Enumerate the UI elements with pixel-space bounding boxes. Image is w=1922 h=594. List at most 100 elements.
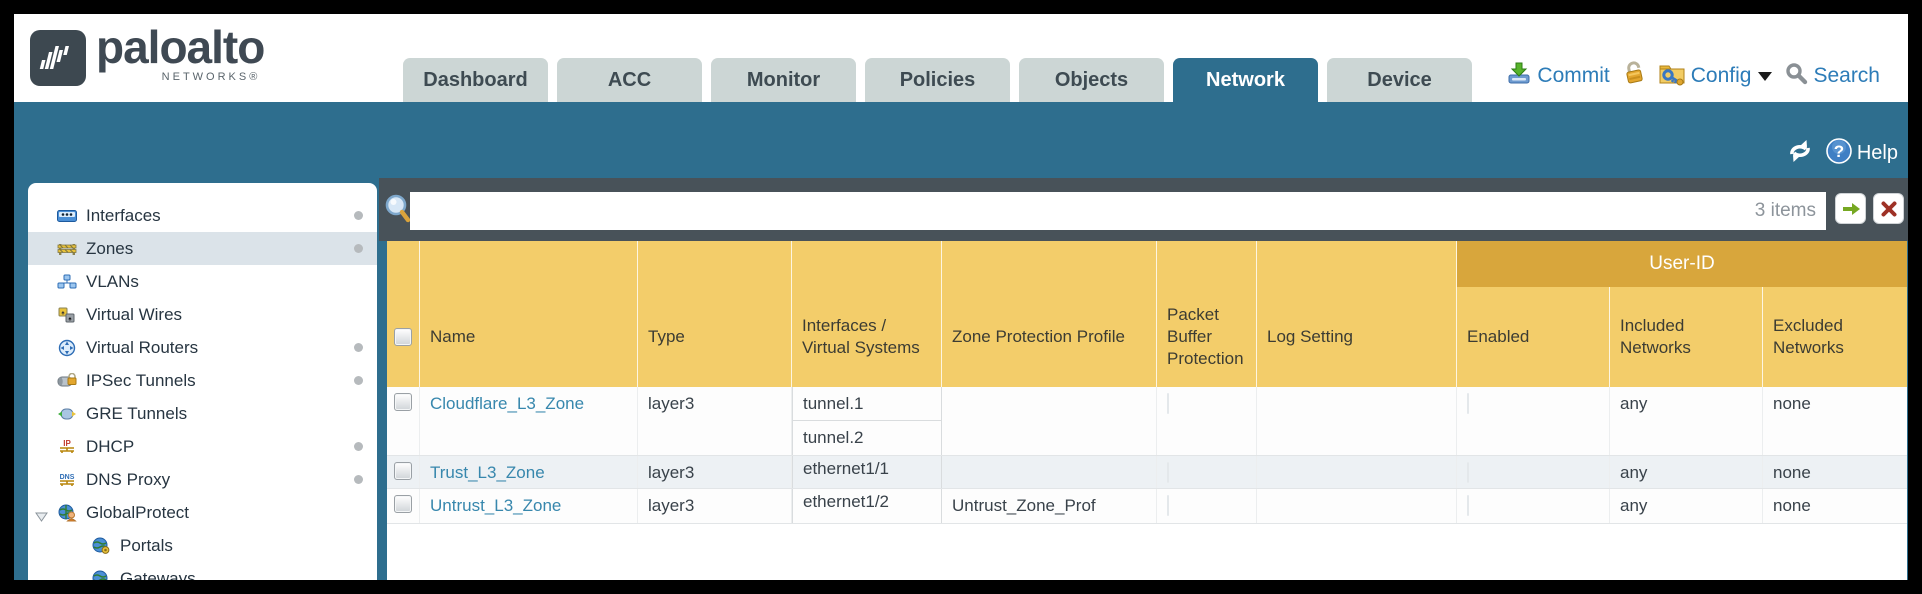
commit-button[interactable]: Commit xyxy=(1506,60,1610,92)
log-setting-cell xyxy=(1257,387,1457,455)
row-select-cell xyxy=(387,489,420,523)
packet-buffer-checkbox xyxy=(1167,495,1169,516)
sidebar-item-gre-tunnels[interactable]: GRE Tunnels xyxy=(28,397,377,430)
sidebar-item-globalprotect[interactable]: GlobalProtect xyxy=(28,496,377,529)
paloalto-logo-icon xyxy=(30,30,86,86)
interfaces-cell: ethernet1/1 xyxy=(792,456,942,488)
sidebar-item-interfaces[interactable]: Interfaces xyxy=(28,199,377,232)
tab-objects[interactable]: Objects xyxy=(1019,58,1164,102)
sidebar-item-ipsec-tunnels[interactable]: IPSec Tunnels xyxy=(28,364,377,397)
row-checkbox[interactable] xyxy=(394,393,412,411)
sidebar-item-dhcp[interactable]: IP DHCP xyxy=(28,430,377,463)
excluded-networks-cell: none xyxy=(1773,496,1811,515)
tab-acc[interactable]: ACC xyxy=(557,58,702,102)
log-setting-cell xyxy=(1257,456,1457,488)
zone-name-link[interactable]: Trust_L3_Zone xyxy=(430,463,545,482)
sidebar-item-dns-proxy[interactable]: DNS DNS Proxy xyxy=(28,463,377,496)
interface-entry: ethernet1/1 xyxy=(803,459,890,478)
column-header-excluded-networks[interactable]: Excluded Networks xyxy=(1773,315,1844,357)
top-bar: paloalto NETWORKS® Dashboard ACC Monitor… xyxy=(14,14,1908,102)
zone-name-link[interactable]: Untrust_L3_Zone xyxy=(430,496,562,515)
zone-name-cell: Untrust_L3_Zone xyxy=(420,489,638,523)
table-header: Name Type Interfaces / Virtual Systems Z… xyxy=(387,241,1907,387)
sidebar-item-vlans[interactable]: VLANs xyxy=(28,265,377,298)
table-row: Trust_L3_Zone layer3 ethernet1/1 any non… xyxy=(387,456,1907,489)
virtual-routers-icon xyxy=(56,338,78,358)
column-header-interfaces[interactable]: Interfaces / Virtual Systems xyxy=(792,241,942,387)
row-checkbox[interactable] xyxy=(394,495,412,513)
row-checkbox[interactable] xyxy=(394,462,412,480)
zone-name-link[interactable]: Cloudflare_L3_Zone xyxy=(430,394,585,413)
help-button[interactable]: ? Help xyxy=(1826,138,1898,169)
sidebar-item-gateways[interactable]: Gateways xyxy=(28,562,377,580)
user-id-enabled-cell xyxy=(1457,456,1610,488)
sidebar-item-virtual-routers[interactable]: Virtual Routers xyxy=(28,331,377,364)
user-id-enabled-checkbox xyxy=(1467,495,1469,516)
search-button[interactable]: Search xyxy=(1784,61,1880,91)
logo-networks-text: NETWORKS® xyxy=(161,71,261,83)
sidebar-item-zones[interactable]: Zones xyxy=(28,232,377,265)
gre-tunnels-icon xyxy=(56,404,78,424)
filter-input[interactable] xyxy=(410,192,1826,230)
main-nav-tabs: Dashboard ACC Monitor Policies Objects N… xyxy=(403,58,1481,102)
sidebar-item-virtual-wires[interactable]: ♠♠ Virtual Wires xyxy=(28,298,377,331)
svg-text:?: ? xyxy=(1834,142,1844,161)
zone-protection-profile-cell: Untrust_Zone_Prof xyxy=(942,489,1157,523)
included-networks-cell: any xyxy=(1610,456,1763,488)
column-header-included-networks[interactable]: Included Networks xyxy=(1610,241,1763,387)
paloalto-logo: paloalto NETWORKS® xyxy=(30,21,265,86)
column-header-packet-buffer-protection[interactable]: Packet Buffer Protection xyxy=(1157,241,1257,387)
column-header-name[interactable]: Name xyxy=(420,241,638,387)
apply-filter-button[interactable] xyxy=(1835,193,1866,224)
user-id-enabled-cell xyxy=(1457,387,1610,455)
zone-protection-profile-cell xyxy=(942,456,1157,488)
column-header-zone-protection-profile[interactable]: Zone Protection Profile xyxy=(942,241,1157,387)
user-id-enabled-checkbox xyxy=(1467,393,1469,414)
svg-text:IP: IP xyxy=(63,439,71,448)
clear-filter-button[interactable] xyxy=(1873,193,1904,224)
interface-entry: tunnel.1 xyxy=(793,387,941,421)
config-dropdown-caret xyxy=(1758,71,1773,81)
table-row: Untrust_L3_Zone layer3 ethernet1/2 Untru… xyxy=(387,489,1907,524)
excluded-networks-cell: none xyxy=(1773,463,1811,482)
included-networks-cell: any xyxy=(1610,387,1763,455)
lock-button[interactable] xyxy=(1622,60,1646,92)
config-icon xyxy=(1658,60,1686,92)
network-sidebar: Interfaces Zones VLANs xyxy=(28,183,377,580)
logo-wordmark: paloalto xyxy=(96,21,265,73)
select-all-checkbox[interactable] xyxy=(394,328,412,346)
log-setting-cell xyxy=(1257,489,1457,523)
tab-monitor[interactable]: Monitor xyxy=(711,58,856,102)
svg-text:♠: ♠ xyxy=(68,316,72,322)
column-header-type[interactable]: Type xyxy=(638,241,792,387)
filter-bar: 3 items xyxy=(379,178,1908,241)
tab-dashboard[interactable]: Dashboard xyxy=(403,58,548,102)
virtual-wires-icon: ♠♠ xyxy=(56,305,78,325)
sidebar-item-portals[interactable]: Portals xyxy=(28,529,377,562)
tab-policies[interactable]: Policies xyxy=(865,58,1010,102)
vsys-dot xyxy=(354,475,363,484)
portals-icon xyxy=(90,536,112,556)
excluded-networks-cell: none xyxy=(1773,394,1811,413)
refresh-icon[interactable] xyxy=(1786,138,1814,169)
packet-buffer-protection-cell xyxy=(1157,456,1257,488)
tab-network[interactable]: Network xyxy=(1173,58,1318,102)
dns-proxy-icon: DNS xyxy=(56,470,78,490)
dhcp-icon: IP xyxy=(56,437,78,457)
row-select-cell xyxy=(387,387,420,455)
config-button[interactable]: Config xyxy=(1658,60,1773,92)
packet-buffer-checkbox xyxy=(1167,462,1169,483)
gateways-icon xyxy=(90,569,112,580)
column-header-log-setting[interactable]: Log Setting xyxy=(1257,241,1457,387)
interfaces-cell: tunnel.1 tunnel.2 xyxy=(792,387,942,455)
collapse-triangle-icon[interactable] xyxy=(35,507,48,527)
vsys-dot xyxy=(354,442,363,451)
column-header-enabled[interactable]: Enabled xyxy=(1457,241,1610,387)
tab-device[interactable]: Device xyxy=(1327,58,1472,102)
zone-name-cell: Cloudflare_L3_Zone xyxy=(420,387,638,455)
packet-buffer-checkbox xyxy=(1167,393,1169,414)
filter-search-icon xyxy=(384,193,411,228)
commit-icon xyxy=(1506,60,1532,92)
zone-protection-profile-cell xyxy=(942,387,1157,455)
zones-table: Name Type Interfaces / Virtual Systems Z… xyxy=(387,241,1907,580)
